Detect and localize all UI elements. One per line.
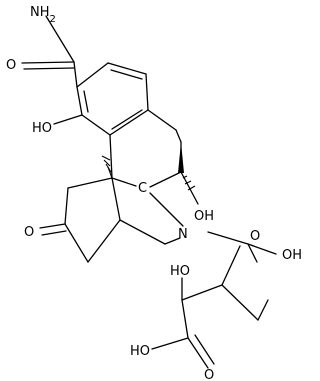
- bond-tartrate-11-double: [194, 334, 215, 365]
- bond-cyclo-3: [64, 223, 89, 263]
- bond-c-to-bridgehead: [149, 171, 182, 188]
- bond-ketone-2: [41, 230, 67, 236]
- atom-tartrate-ho-acid: HO: [130, 344, 150, 359]
- bond-tartrate-1: [207, 231, 249, 245]
- atom-label-layer: NH2 O HO C O N OH O OH HO HO O: [6, 5, 302, 381]
- bond-cyclo-2: [64, 187, 69, 225]
- bond-ring-f: [76, 86, 83, 116]
- bond-cyclo-1: [67, 177, 113, 189]
- bond-benzylic-2: [175, 129, 182, 143]
- atom-nh2: NH2: [30, 5, 56, 25]
- bond-ring-b-double: [110, 69, 143, 80]
- structure-canvas: NH2 O HO C O N OH O OH HO HO O: [6, 5, 302, 381]
- bond-ring-c: [145, 73, 149, 111]
- bond-ring-e: [81, 114, 111, 136]
- bond-amide-c-o-double: [23, 67, 75, 70]
- atom-tartrate-o-ring: O: [250, 229, 260, 244]
- bond-layer: [21, 15, 277, 369]
- bond-ring-f-double: [83, 90, 89, 113]
- atom-hydroxyl-oh: OH: [194, 209, 214, 224]
- bond-c-to-n: [149, 192, 184, 227]
- bond-tartrate-9: [181, 299, 189, 339]
- atom-tartrate-oh-upper: OH: [282, 248, 302, 263]
- bond-amide-c-ring: [73, 61, 78, 88]
- bond-ring-to-quat: [109, 134, 113, 179]
- bond-down-to-bottom: [119, 219, 166, 245]
- bond-benzylic-1: [147, 109, 177, 131]
- atom-phenol-ho: HO: [32, 121, 52, 136]
- hashed-bond-quat: [101, 155, 113, 179]
- bond-ring-d-double: [111, 109, 143, 130]
- bond-tartrate-6: [257, 299, 269, 321]
- bond-ring-b: [107, 62, 147, 75]
- bond-tartrate-5: [221, 284, 259, 321]
- bond-ring-d: [109, 109, 149, 136]
- bond-oh: [180, 171, 199, 205]
- bond-quat-to-c: [111, 177, 137, 187]
- atom-tartrate-ho-alpha: HO: [170, 264, 190, 279]
- bond-tartrate-3: [247, 243, 258, 263]
- bond-amide-c-n: [45, 15, 75, 63]
- wedge-bond-bridgehead: [178, 142, 184, 173]
- chemical-structure-drawing: NH2 O HO C O N OH O OH HO HO O: [6, 5, 302, 381]
- bond-tartrate-7: [181, 284, 223, 301]
- bond-bottom-to-n: [164, 237, 181, 245]
- bond-tartrate-11: [187, 337, 209, 369]
- atom-bridge-c: C: [138, 181, 147, 196]
- atom-amide-o: O: [6, 58, 16, 73]
- atom-tartrate-o-acid: O: [204, 368, 214, 381]
- bond-tartrate-10: [151, 337, 189, 350]
- bond-quat-down: [111, 177, 121, 221]
- bond-tartrate-4: [221, 245, 241, 286]
- atom-nitrogen: N: [178, 227, 188, 242]
- bond-cyclo-4: [87, 219, 121, 263]
- bond-amide-c-o: [21, 61, 75, 64]
- bond-ketone-1: [39, 223, 66, 229]
- hashed-bond-oh: [182, 175, 196, 191]
- atom-ketone-o: O: [24, 225, 34, 240]
- bond-ring-a: [76, 62, 109, 88]
- bond-phenol: [53, 114, 83, 125]
- bond-tartrate-2: [247, 243, 277, 255]
